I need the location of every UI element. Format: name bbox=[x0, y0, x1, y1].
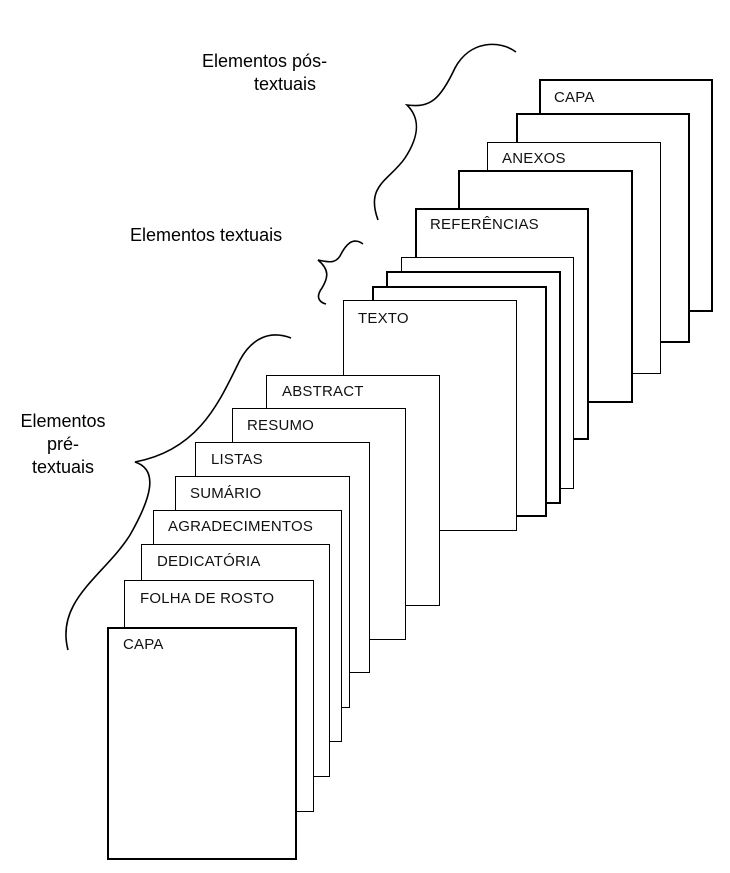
page-listas-label: LISTAS bbox=[211, 451, 263, 468]
page-texto-label: TEXTO bbox=[358, 310, 409, 327]
page-anexos-label: ANEXOS bbox=[502, 150, 566, 167]
post-textual-label: Elementos pós- textuais bbox=[202, 50, 327, 96]
page-dedicatoria-label: DEDICATÓRIA bbox=[157, 553, 261, 570]
page-folha-de-rosto-label: FOLHA DE ROSTO bbox=[140, 590, 275, 607]
post-textual-label-line-2: textuais bbox=[254, 74, 317, 94]
post-textual-brace bbox=[373, 43, 517, 221]
page-abstract-label: ABSTRACT bbox=[282, 383, 364, 400]
post-textual-label-line-1: Elementos pós- bbox=[202, 51, 328, 71]
pre-textual-label-line-1: Elementos bbox=[20, 411, 106, 431]
pre-textual-label-line-2: pré- bbox=[46, 434, 79, 454]
textual-label: Elementos textuais bbox=[130, 225, 283, 245]
textual-brace bbox=[317, 240, 364, 305]
page-capa-back-label: CAPA bbox=[554, 89, 595, 106]
page-capa-front bbox=[107, 627, 297, 860]
page-resumo-label: RESUMO bbox=[247, 417, 315, 434]
pre-textual-label-line-3: textuais bbox=[31, 457, 95, 477]
page-sumario-label: SUMÁRIO bbox=[190, 485, 262, 502]
pre-textual-brace bbox=[65, 334, 292, 651]
page-referencias-label: REFERÊNCIAS bbox=[430, 216, 539, 233]
page-capa-front-label: CAPA bbox=[123, 636, 164, 653]
page-agradecimentos-label: AGRADECIMENTOS bbox=[168, 518, 314, 535]
pre-textual-label: Elementos pré- textuais bbox=[15, 410, 111, 479]
